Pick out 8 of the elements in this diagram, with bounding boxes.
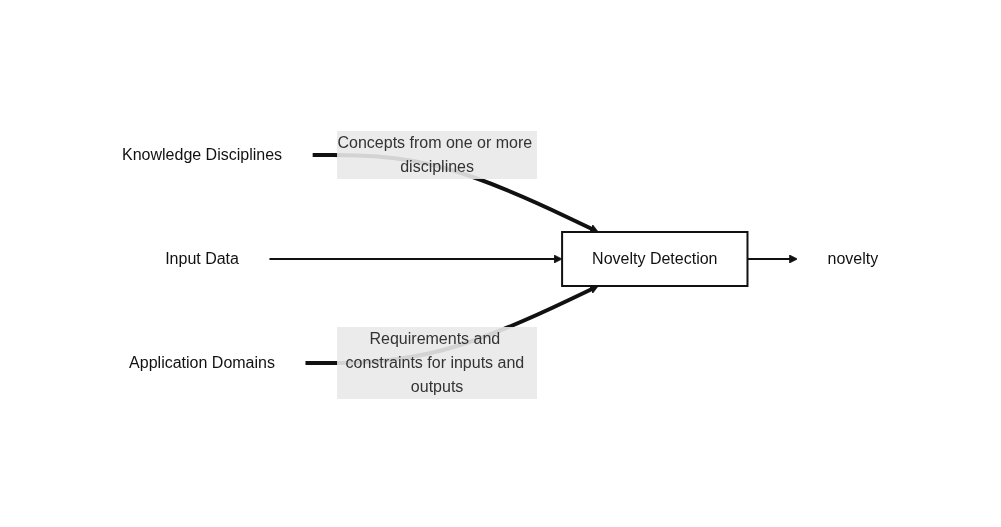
edge-label: Requirements and constraints for inputs and outputs (345, 330, 525, 395)
node-text: Knowledge Disciplines (122, 146, 283, 163)
node-text: Application Domains (129, 354, 276, 371)
node-text: Input Data (165, 250, 240, 267)
node-box: Novelty Detection (561, 231, 749, 287)
arrow (268, 254, 563, 264)
node-text: novelty (827, 250, 879, 267)
edge-label: Concepts from one or more disciplines (337, 134, 533, 175)
